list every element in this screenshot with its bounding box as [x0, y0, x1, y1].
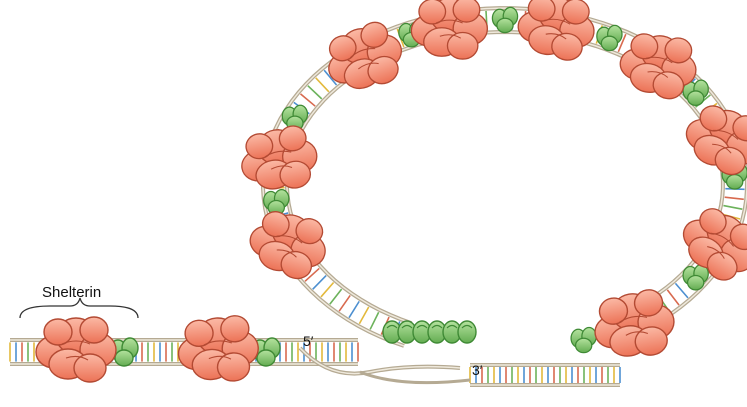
shelterin-label: Shelterin	[42, 284, 101, 301]
three-prime-label: 3′	[472, 362, 482, 378]
five-prime-label: 5′	[303, 333, 313, 349]
